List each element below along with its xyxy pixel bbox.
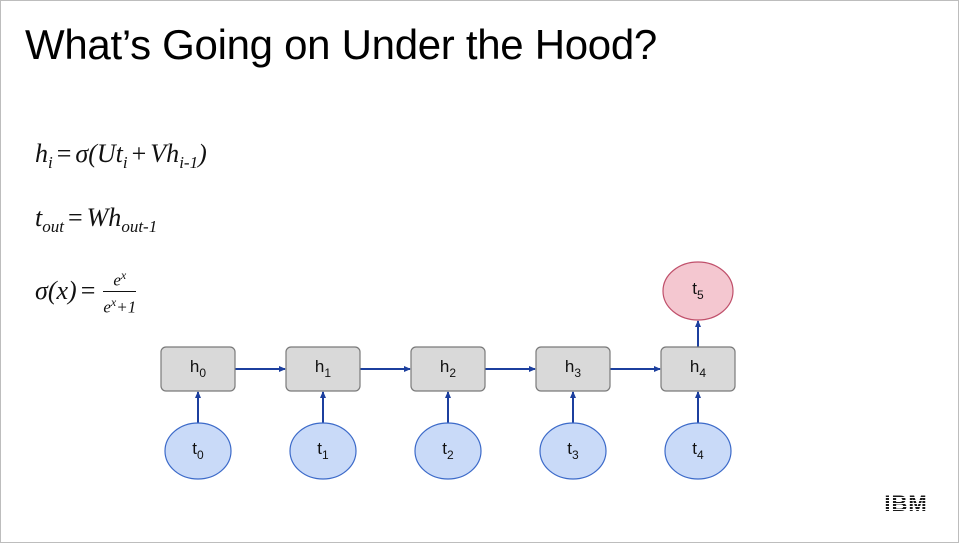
fraction-numerator: ex — [103, 265, 137, 292]
eq1-rhs-a: σ(Ut — [75, 139, 123, 168]
eq1-plus: + — [131, 139, 147, 168]
input-node-label: t0 — [192, 439, 204, 462]
eq2-lhs-sub: out — [42, 217, 64, 236]
eq3-lhs: σ(x) — [35, 276, 77, 306]
eq3-equals: = — [80, 276, 96, 306]
ibm-logo: IBM — [884, 492, 927, 514]
input-node — [164, 422, 232, 480]
eq1-lhs-sub: i — [48, 153, 53, 172]
ibm-logo-text: IBM — [884, 492, 927, 514]
hidden-state-box — [410, 346, 486, 392]
input-node-label: t2 — [442, 439, 454, 462]
slide-title: What’s Going on Under the Hood? — [25, 21, 657, 68]
output-node — [662, 261, 734, 321]
input-node — [414, 422, 482, 480]
eq1-rhs-b: Vh — [150, 139, 180, 168]
fraction-denominator: ex+1 — [103, 292, 136, 318]
output-equation: tout=Whout-1 — [35, 203, 157, 237]
hidden-state-box — [285, 346, 361, 392]
eq1-equals: = — [56, 139, 72, 168]
eq1-rhs-a-sub: i — [122, 153, 128, 172]
input-node-label: t1 — [317, 439, 329, 462]
input-node — [539, 422, 607, 480]
input-node-label: t3 — [567, 439, 579, 462]
denominator-tail: +1 — [116, 297, 137, 317]
eq1-close: ) — [198, 139, 207, 168]
output-node-label: t5 — [692, 279, 704, 302]
eq2-rhs-sub: out-1 — [121, 217, 158, 236]
eq1-rhs-b-sub: i-1 — [179, 153, 199, 172]
hidden-state-box — [535, 346, 611, 392]
denominator-exponent: x — [110, 294, 117, 309]
input-node-label: t4 — [692, 439, 704, 462]
eq2-equals: = — [67, 203, 83, 232]
eq2-rhs: Wh — [86, 203, 122, 232]
eq1-lhs: h — [35, 139, 48, 168]
numerator-exponent: x — [120, 268, 127, 282]
hidden-state-box — [160, 346, 236, 392]
eq2-lhs: t — [35, 203, 43, 232]
hidden-state-equation: hi=σ(Uti+Vhi-1) — [35, 139, 207, 173]
numerator-base: e — [113, 270, 121, 290]
input-node — [289, 422, 357, 480]
denominator-base: e — [103, 297, 111, 317]
hidden-state-box — [660, 346, 736, 392]
input-node — [664, 422, 732, 480]
